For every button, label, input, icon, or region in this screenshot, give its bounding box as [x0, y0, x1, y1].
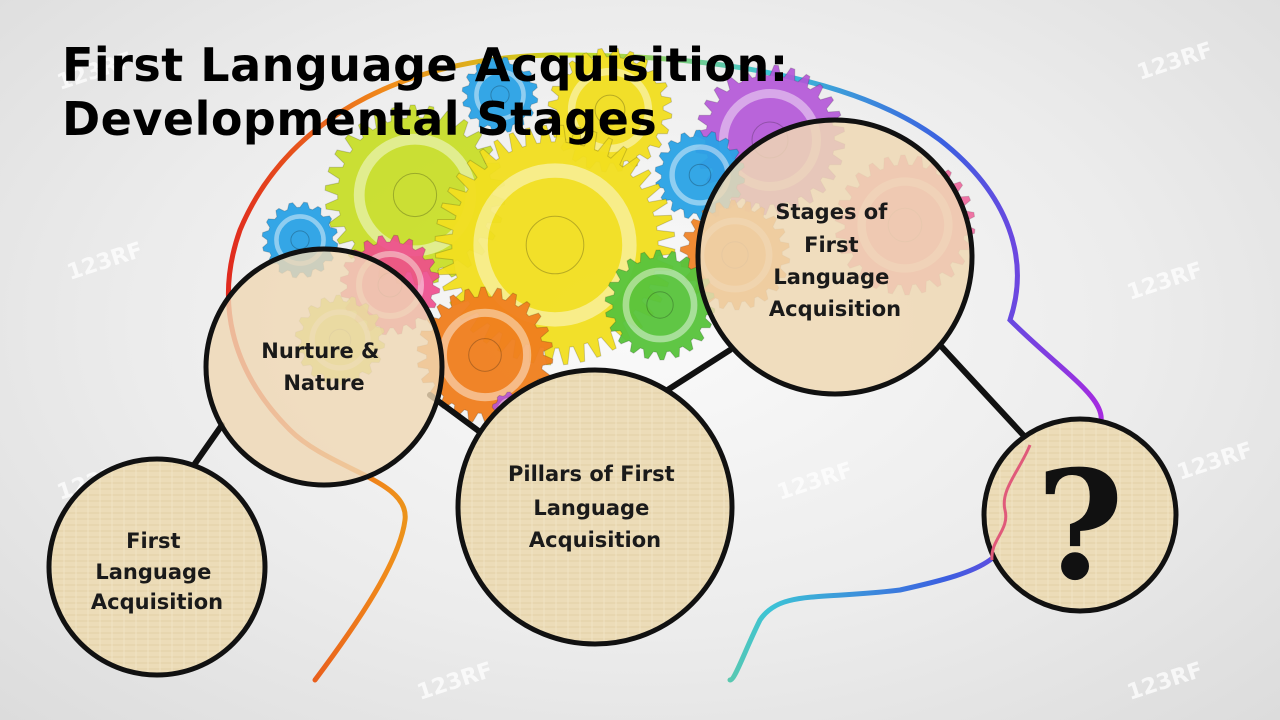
node-label: Pillars of First Language Acquisition [508, 462, 682, 552]
node-circle [46, 456, 268, 678]
watermark: 123RF [1124, 258, 1206, 306]
node-circle [203, 246, 445, 488]
watermark: 123RF [414, 658, 496, 706]
watermark: 123RF [1124, 658, 1206, 706]
slide-title: First Language Acquisition: Developmenta… [62, 38, 789, 146]
node-label-line: Acquisition [91, 590, 223, 614]
connector-line [937, 342, 1028, 440]
node-label-line: Acquisition [769, 297, 901, 321]
node-circle [695, 117, 975, 397]
node-stages-of-first-language-acquisition[interactable]: Stages of First Language Acquisition [695, 117, 975, 397]
watermark: 123RF [64, 238, 146, 286]
node-label: Nurture & Nature [261, 339, 386, 395]
gear-icon [604, 249, 716, 361]
head-outline-segment [990, 444, 1032, 561]
watermark: 123RF [1174, 438, 1256, 486]
node-label-line: Nurture & [261, 339, 379, 363]
node-label: First Language Acquisition [91, 529, 223, 614]
node-label-line: Language [773, 265, 889, 289]
slide-title-line: Developmental Stages [62, 92, 658, 146]
slide-title-line: First Language Acquisition: [62, 38, 789, 92]
node-pillars-of-first-language-acquisition[interactable]: Pillars of First Language Acquisition [455, 367, 735, 647]
gear-icon [416, 286, 554, 424]
node-nurture-nature[interactable]: Nurture & Nature [203, 246, 445, 488]
watermark: 123RF [774, 458, 856, 506]
question-mark-icon: ? [1036, 438, 1124, 614]
node-label-line: Stages of [775, 200, 888, 224]
node-label-line: Language [95, 560, 211, 584]
node-label-line: Acquisition [529, 528, 661, 552]
node-circle [455, 367, 735, 647]
watermark: 123RF [1134, 38, 1216, 86]
node-circle [981, 416, 1179, 614]
node-label-line: Nature [283, 371, 364, 395]
gear-icon [461, 56, 539, 134]
node-label-line: Pillars of First [508, 462, 675, 486]
node-question[interactable]: ? [981, 416, 1179, 614]
node-label: Stages of First Language Acquisition [769, 200, 901, 321]
node-label-line: First [126, 529, 180, 553]
node-label-line: Language [533, 496, 649, 520]
node-label-line: First [804, 233, 858, 257]
node-first-language-acquisition[interactable]: First Language Acquisition [46, 456, 268, 678]
